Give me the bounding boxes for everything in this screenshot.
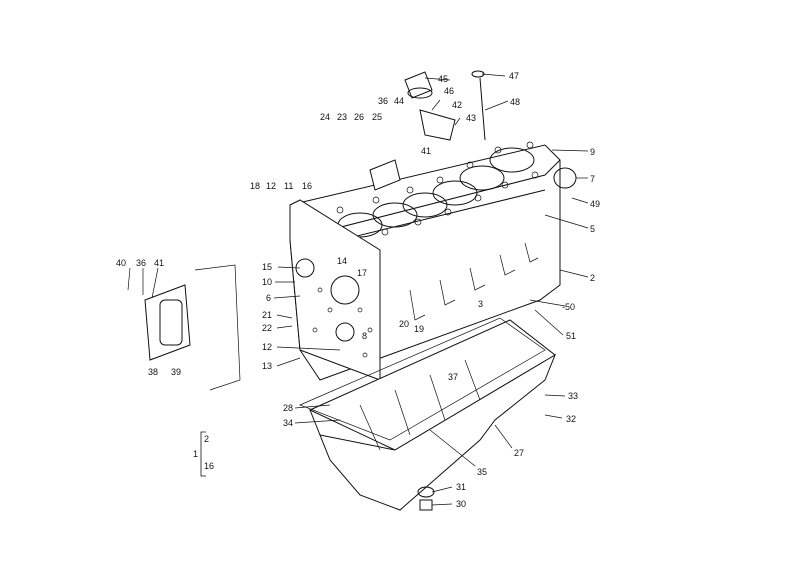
- callout-12-top: 12: [266, 181, 277, 191]
- callout-7: 7: [590, 174, 596, 184]
- callout-34: 34: [283, 418, 294, 428]
- callout-14: 14: [337, 256, 348, 266]
- callout-10: 10: [262, 277, 273, 287]
- callout-28: 28: [283, 403, 294, 413]
- dipstick: [471, 70, 486, 141]
- callout-46: 46: [444, 86, 455, 96]
- callout-3: 3: [478, 299, 484, 309]
- callout-35: 35: [477, 467, 488, 477]
- callout-51: 51: [566, 331, 577, 341]
- callout-40: 40: [116, 258, 127, 268]
- callout-16-top: 16: [302, 181, 313, 191]
- callout-37: 37: [448, 372, 459, 382]
- callout-26: 26: [354, 112, 365, 122]
- callout-6: 6: [266, 293, 272, 303]
- callout-19: 19: [414, 324, 425, 334]
- callout-17: 17: [357, 268, 368, 278]
- callout-31: 31: [456, 482, 467, 492]
- callout-44: 44: [394, 96, 405, 106]
- callout-13: 13: [262, 361, 273, 371]
- callout-50: -50: [562, 302, 576, 312]
- callout-42: 42: [452, 100, 463, 110]
- thermostat-housing: [404, 71, 456, 141]
- callout-39: 39: [171, 367, 182, 377]
- callout-27: 27: [514, 448, 525, 458]
- timing-cover: [144, 264, 241, 391]
- callout-32: 32: [566, 414, 577, 424]
- note-label-16: 16: [204, 461, 215, 471]
- callout-41-left: 41: [154, 258, 165, 268]
- callout-36-top: 36: [378, 96, 389, 106]
- callout-2: 2: [590, 273, 596, 283]
- callout-18: 18: [250, 181, 261, 191]
- callout-30: 30: [456, 499, 467, 509]
- callout-5: 5: [590, 224, 596, 234]
- callout-11: 11: [284, 181, 294, 191]
- callout-45: 45: [438, 74, 449, 84]
- callout-21: 21: [262, 310, 273, 320]
- callout-33: 33: [568, 391, 579, 401]
- oil-pan: [308, 319, 557, 511]
- cylinder-block: [289, 141, 561, 381]
- callout-47: 47: [509, 71, 520, 81]
- callout-24: 24: [320, 112, 331, 122]
- callout-15: 15: [262, 262, 273, 272]
- oil-pan-gasket: [299, 317, 546, 441]
- callout-22: 22: [262, 323, 273, 333]
- callout-25: 25: [372, 112, 383, 122]
- callout-8: 8: [362, 331, 368, 341]
- callout-36-left: 36: [136, 258, 147, 268]
- callout-12-bottom: 12: [262, 342, 273, 352]
- water-flange: [369, 159, 401, 191]
- note-label-2: 2: [204, 434, 210, 444]
- callout-43: 43: [466, 113, 477, 123]
- callout-38: 38: [148, 367, 159, 377]
- callout-23: 23: [337, 112, 348, 122]
- note-bracket: [200, 431, 206, 477]
- callout-48: 48: [510, 97, 521, 107]
- note-label-1: 1: [193, 449, 199, 459]
- callout-9: 9: [590, 147, 596, 157]
- callout-41-top: 41: [421, 146, 432, 156]
- callout-20: 20: [399, 319, 410, 329]
- callout-49: 49: [590, 199, 601, 209]
